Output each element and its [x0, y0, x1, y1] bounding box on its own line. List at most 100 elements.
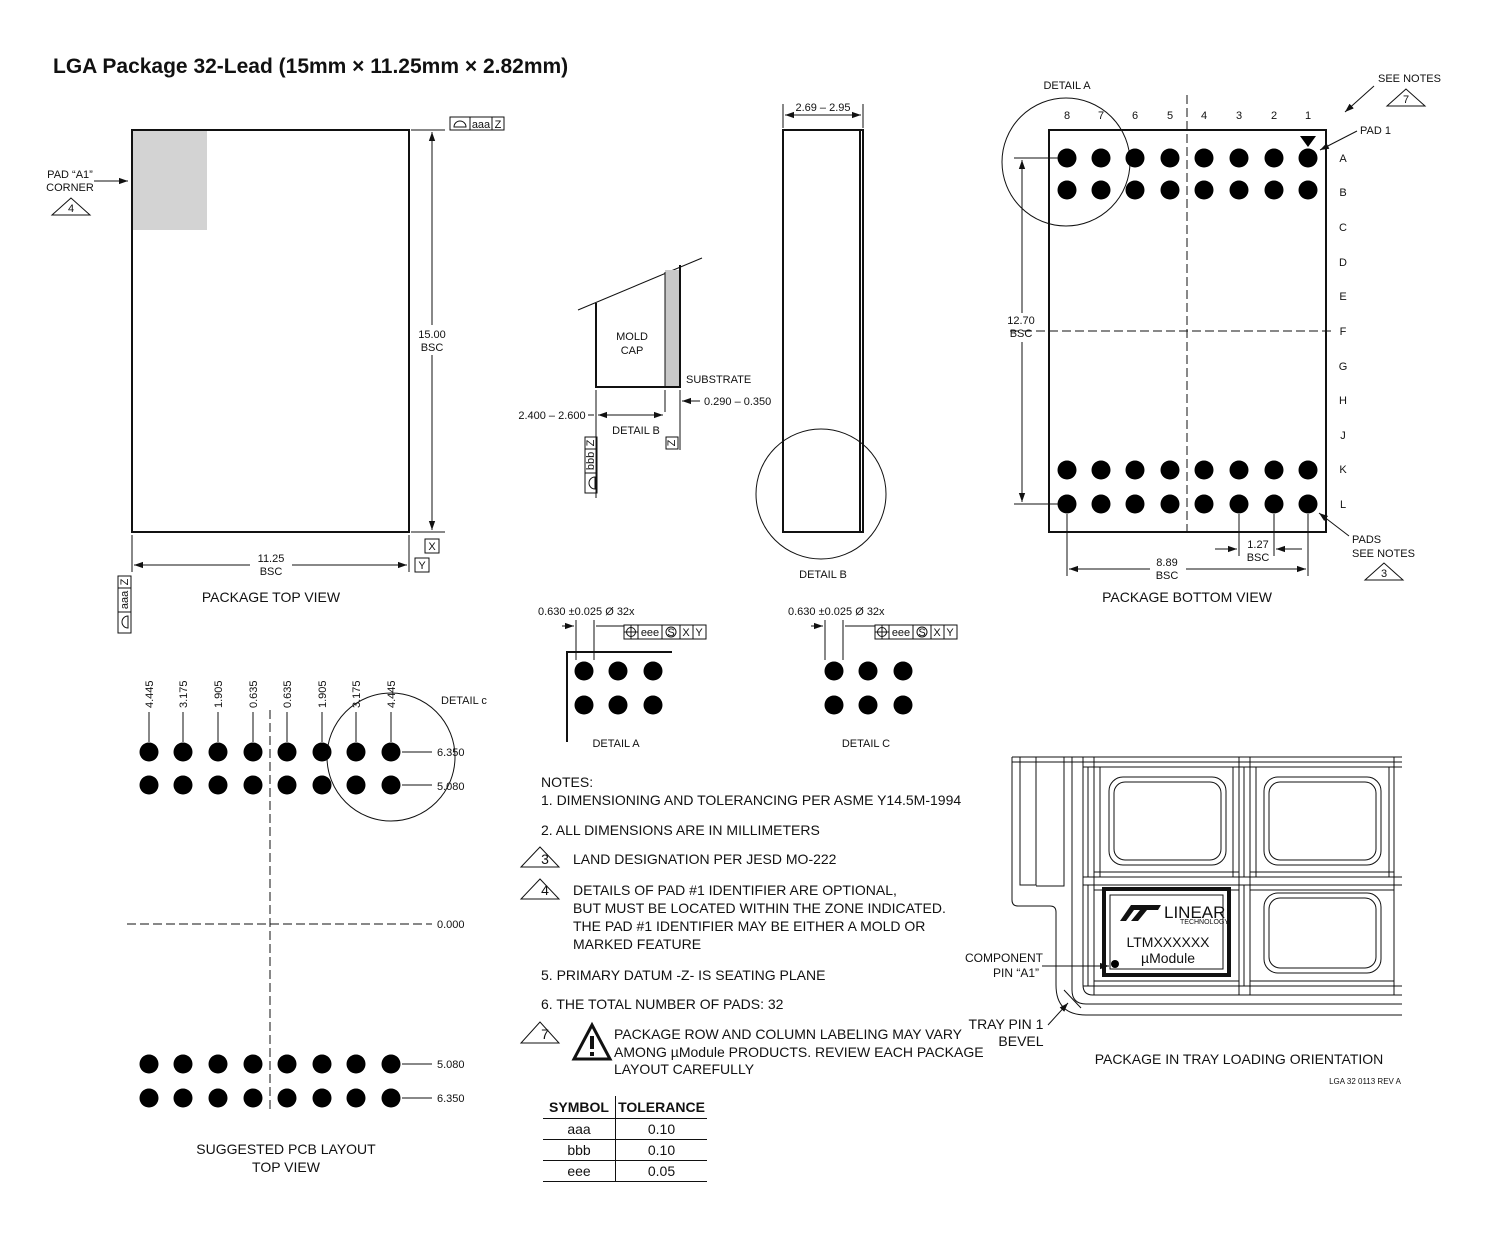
note-7-line-2: AMONG µModule PRODUCTS. REVIEW EACH PACK… — [614, 1044, 984, 1060]
notes: NOTES: 1. DIMENSIONING AND TOLERANCING P… — [519, 774, 984, 1077]
detail-c-dim: 0.630 ±0.025 Ø 32x — [788, 606, 885, 618]
land — [208, 775, 228, 795]
pad — [824, 661, 844, 681]
land — [208, 1088, 228, 1108]
land — [346, 1088, 366, 1108]
note-3-triangle-icon — [1363, 562, 1405, 581]
detail-a-view: 0.630 ±0.025 Ø 32x eee S X Y DETAIL A — [538, 606, 707, 750]
pad — [1264, 494, 1284, 514]
land — [312, 775, 332, 795]
pad — [1160, 494, 1180, 514]
note-4-line-4: MARKED FEATURE — [573, 936, 701, 952]
pad — [1229, 460, 1249, 480]
pcb-x-label: 3.175 — [351, 680, 363, 708]
land — [346, 742, 366, 762]
land — [346, 775, 366, 795]
pcb-y-label: 6.350 — [437, 747, 465, 759]
pad-a1-corner-label-2: CORNER — [46, 182, 94, 194]
pad — [1264, 148, 1284, 168]
pcb-x-label: 4.445 — [144, 680, 156, 708]
pad — [893, 661, 913, 681]
note-4-number: 4 — [541, 882, 549, 898]
land — [139, 1054, 159, 1074]
pad — [1298, 180, 1318, 200]
pad — [1091, 148, 1111, 168]
package-top-view: PAD “A1” CORNER 4 aaa Z 15.00 BSC X 11.2… — [46, 116, 505, 634]
note-3-flag-icon — [519, 846, 561, 868]
package-outline — [131, 129, 410, 533]
detail-a-fcf-s: S — [667, 627, 674, 639]
land — [208, 742, 228, 762]
detail-b-label: DETAIL B — [612, 425, 660, 437]
table-row: eee 0.05 — [543, 1160, 707, 1182]
column-label: 6 — [1132, 110, 1138, 122]
pad — [1057, 148, 1077, 168]
column-label: 2 — [1271, 110, 1277, 122]
row-label: A — [1339, 153, 1347, 165]
bottom-height-dim: 12.70 — [1007, 315, 1035, 327]
fcf-bbb-datum-z: Z — [585, 439, 597, 446]
land — [277, 1054, 297, 1074]
land — [173, 1054, 193, 1074]
pad — [1229, 148, 1249, 168]
substrate-layer — [665, 270, 679, 386]
profile-symbol-icon — [449, 116, 471, 131]
note-7-flag-icon — [519, 1021, 561, 1044]
pad — [1160, 460, 1180, 480]
detail-a-fcf-eee: eee — [641, 627, 659, 639]
bottom-pads — [1057, 148, 1318, 514]
pad — [893, 695, 913, 715]
note-3: LAND DESIGNATION PER JESD MO-222 — [573, 851, 837, 867]
table-cell: 0.05 — [647, 1163, 676, 1179]
see-notes-7-label: SEE NOTES — [1378, 73, 1441, 85]
revision-label: LGA 32 0113 REV A — [1329, 1077, 1402, 1086]
warning-icon — [571, 1021, 613, 1061]
pad — [608, 661, 628, 681]
width-dim-bsc: BSC — [260, 566, 283, 578]
pad — [1229, 180, 1249, 200]
tray-pin-label: TRAY PIN 1 — [969, 1016, 1044, 1032]
pad — [858, 661, 878, 681]
pad — [1194, 180, 1214, 200]
pad — [1264, 180, 1284, 200]
note-4-flag-icon — [519, 878, 561, 900]
pad-1-marker-icon — [1300, 136, 1316, 147]
column-label: 3 — [1236, 110, 1242, 122]
pad — [1194, 494, 1214, 514]
note-4-triangle-icon — [50, 197, 92, 216]
fcf-datum-z-vertical: Z — [119, 578, 131, 585]
bottom-height-dim-bsc: BSC — [1010, 328, 1033, 340]
pcb-layout: 4.445 3.175 1.905 0.635 0.635 1.905 3.17… — [127, 680, 487, 1175]
pad — [1091, 494, 1111, 514]
table-row: aaa 0.10 — [543, 1118, 707, 1140]
pad — [858, 695, 878, 715]
note-7-ref: 7 — [1403, 94, 1409, 106]
thickness-dim: 2.69 – 2.95 — [795, 102, 850, 114]
note-4-line-1: DETAILS OF PAD #1 IDENTIFIER ARE OPTIONA… — [573, 882, 897, 898]
mold-dim: 2.400 – 2.600 — [518, 410, 585, 422]
brand-name: LINEAR — [1164, 903, 1225, 922]
note-7-line-3: LAYOUT CAREFULLY — [614, 1061, 755, 1077]
table-cell: eee — [543, 1160, 616, 1182]
table-header-tolerance: TOLERANCE — [618, 1099, 705, 1115]
column-labels: 8 7 6 5 4 3 2 1 — [1064, 110, 1311, 122]
brand-subtitle: TECHNOLOGY — [1180, 919, 1229, 926]
width-dim: 11.25 — [258, 553, 285, 565]
pitch-dim: 1.27 — [1247, 539, 1268, 551]
pad — [1091, 180, 1111, 200]
bottom-width-dim: 8.89 — [1156, 557, 1177, 569]
land — [243, 1088, 263, 1108]
fcf-bbb: bbb — [585, 452, 597, 470]
land — [139, 742, 159, 762]
datum-y: Y — [418, 560, 426, 572]
pitch-dim-bsc: BSC — [1247, 552, 1270, 564]
row-label: F — [1340, 326, 1347, 338]
pad — [1160, 180, 1180, 200]
note-2: 2. ALL DIMENSIONS ARE IN MILLIMETERS — [541, 822, 820, 838]
row-label: H — [1339, 395, 1347, 407]
substrate-label: SUBSTRATE — [686, 374, 751, 386]
pcb-pads — [139, 742, 401, 1108]
note-3-ref: 3 — [1381, 568, 1387, 580]
pcb-caption: SUGGESTED PCB LAYOUT — [196, 1141, 376, 1157]
pad — [1125, 494, 1145, 514]
